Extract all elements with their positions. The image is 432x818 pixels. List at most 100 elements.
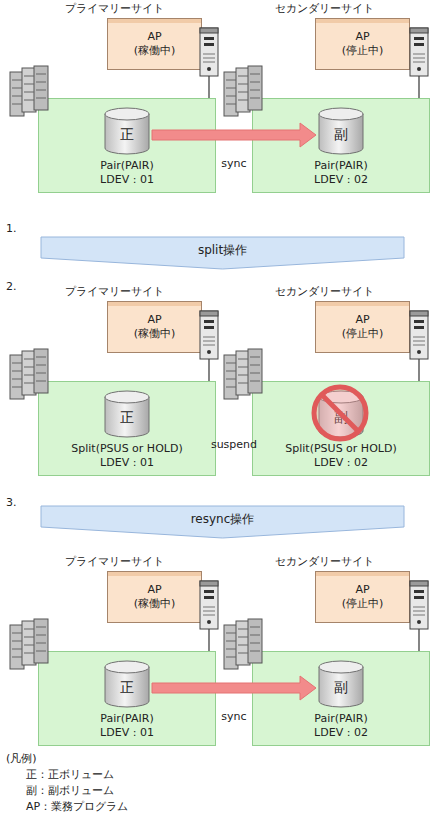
node-text: AP xyxy=(134,583,176,597)
text-group: Split(PSUS or HOLD)LDEV : 02 xyxy=(253,442,429,470)
sync-arrow xyxy=(152,676,316,700)
node-text: (稼働中) xyxy=(134,44,176,58)
text-group: Pair(PAIR)LDEV : 02 xyxy=(253,712,429,740)
volume-cylinder: 正 xyxy=(104,107,150,155)
text-group: resync操作 xyxy=(40,512,405,526)
node-text: Pair(PAIR) xyxy=(253,159,429,173)
edge-label: sync xyxy=(194,710,274,724)
storage-area: Pair(PAIR)LDEV : 02 副 xyxy=(252,651,430,746)
legend-row: AP：業務プログラム xyxy=(26,800,128,814)
cylinder-top xyxy=(319,391,363,403)
node-text: (稼働中) xyxy=(134,597,176,611)
site-heading: プライマリーサイト xyxy=(65,555,164,569)
storage-area: Pair(PAIR)LDEV : 02副 xyxy=(252,98,430,193)
node-text: 副 xyxy=(334,409,348,427)
node-text: 正 xyxy=(120,126,134,144)
node-text: LDEV : 01 xyxy=(39,726,215,740)
storage-area: Pair(PAIR)LDEV : 01正 xyxy=(38,98,216,193)
text-group: AP(停止中) xyxy=(342,30,384,58)
program-box: AP(稼働中) xyxy=(107,571,202,623)
program-box: AP(停止中) xyxy=(315,301,410,353)
program-box: AP(停止中) xyxy=(315,571,410,623)
volume-cylinder: 副 xyxy=(318,660,364,708)
text-group: 正 xyxy=(104,390,150,438)
node-text: AP xyxy=(134,313,176,327)
node-text: LDEV : 02 xyxy=(253,726,429,740)
node-text: (稼働中) xyxy=(134,327,176,341)
node-text: LDEV : 02 xyxy=(253,456,429,470)
legend-text: 副：副ボリューム xyxy=(26,784,114,797)
node-text: (停止中) xyxy=(342,327,384,341)
banner-shape xyxy=(41,237,404,269)
text-group: 副 xyxy=(318,107,364,155)
edge-label: sync xyxy=(194,157,274,171)
text-group: 正 xyxy=(104,660,150,708)
node-text: Pair(PAIR) xyxy=(39,712,215,726)
legend-row: 正：正ボリューム xyxy=(26,768,114,782)
prohibition-sign xyxy=(314,387,366,439)
storage-area: Pair(PAIR)LDEV : 01 正 xyxy=(38,651,216,746)
volume-cylinder: 正 xyxy=(104,390,150,438)
node-text: (停止中) xyxy=(342,44,384,58)
node-text: AP xyxy=(342,313,384,327)
sync-arrow xyxy=(152,123,316,147)
legend-text: AP：業務プログラム xyxy=(26,800,128,813)
text-group: 副 xyxy=(318,390,364,438)
site-heading: プライマリーサイト xyxy=(65,285,164,299)
program-box: AP(停止中) xyxy=(315,18,410,70)
volume-cylinder: 副 xyxy=(318,390,364,438)
server-symbol xyxy=(200,581,218,651)
node-text: 副 xyxy=(334,126,348,144)
node-text: 正 xyxy=(120,679,134,697)
node-text: AP xyxy=(134,30,176,44)
storage-rack-symbol xyxy=(10,66,48,116)
text-group: 副 xyxy=(318,660,364,708)
operation-banner: split操作 xyxy=(40,236,405,270)
storage-rack-symbol xyxy=(224,66,262,116)
state-label: suspend xyxy=(199,438,269,452)
text-group: AP(稼働中) xyxy=(134,583,176,611)
cylinder-top xyxy=(105,108,149,120)
text-group: 正 xyxy=(104,107,150,155)
node-text: LDEV : 01 xyxy=(39,456,215,470)
legend-text: 正：正ボリューム xyxy=(26,768,114,781)
legend-row: 副：副ボリューム xyxy=(26,784,114,798)
program-box: AP(稼働中) xyxy=(107,301,202,353)
storage-rack-symbol xyxy=(10,349,48,399)
server-symbol xyxy=(200,28,218,98)
operation-banner: resync操作 xyxy=(40,505,405,539)
node-text: Pair(PAIR) xyxy=(39,159,215,173)
storage-area: Split(PSUS or HOLD)LDEV : 02 副 xyxy=(252,381,430,476)
node-text: Pair(PAIR) xyxy=(253,712,429,726)
storage-rack-symbol xyxy=(224,619,262,669)
volume-cylinder: 副 xyxy=(318,107,364,155)
prohibition-slash xyxy=(322,395,358,431)
node-text: 正 xyxy=(120,409,134,427)
legend-heading: (凡例) xyxy=(6,752,37,766)
server-symbol xyxy=(410,581,428,651)
site-heading: セカンダリーサイト xyxy=(275,555,374,569)
banner-shape xyxy=(41,506,404,538)
program-box: AP(稼働中) xyxy=(107,18,202,70)
text-group: split操作 xyxy=(40,243,405,257)
site-heading: プライマリーサイト xyxy=(65,2,164,16)
text-group: AP(稼働中) xyxy=(134,313,176,341)
node-text: Split(PSUS or HOLD) xyxy=(39,442,215,456)
text-group: AP(停止中) xyxy=(342,583,384,611)
cylinder-top xyxy=(319,108,363,120)
cylinder-top xyxy=(105,391,149,403)
server-symbol xyxy=(410,28,428,98)
site-heading: セカンダリーサイト xyxy=(275,285,374,299)
text-group: AP(停止中) xyxy=(342,313,384,341)
text-group: AP(稼働中) xyxy=(134,30,176,58)
site-heading: セカンダリーサイト xyxy=(275,2,374,16)
node-text: 副 xyxy=(334,679,348,697)
server-symbol xyxy=(200,311,218,381)
node-text: Split(PSUS or HOLD) xyxy=(253,442,429,456)
text-group: Split(PSUS or HOLD)LDEV : 01 xyxy=(39,442,215,470)
storage-area: Split(PSUS or HOLD)LDEV : 01 正 xyxy=(38,381,216,476)
prohibition-circle xyxy=(314,387,366,439)
